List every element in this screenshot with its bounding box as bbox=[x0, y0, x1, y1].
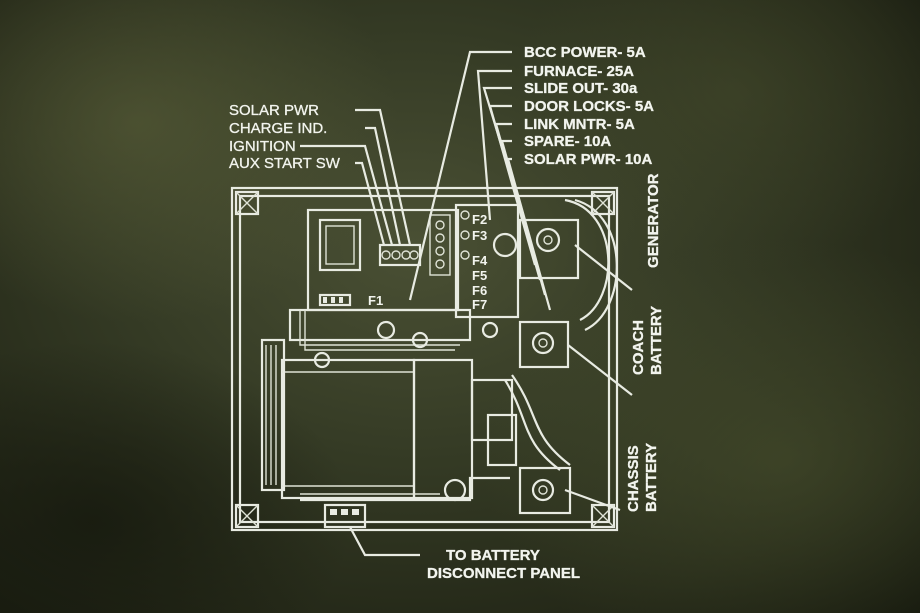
label-coach: COACH bbox=[630, 320, 647, 375]
fuse-f3: F3 bbox=[472, 228, 487, 243]
label-slide-out: SLIDE OUT- 30a bbox=[524, 80, 638, 97]
fuse-f1: F1 bbox=[368, 293, 383, 308]
side-labels: GENERATOR COACH BATTERY CHASSIS BATTERY bbox=[564, 173, 665, 512]
label-furnace: FURNACE- 25A bbox=[524, 63, 634, 80]
label-door-locks: DOOR LOCKS- 5A bbox=[524, 98, 654, 115]
label-solar-pwr: SOLAR PWR bbox=[229, 102, 319, 119]
label-generator: GENERATOR bbox=[645, 173, 662, 268]
fuse-f2: F2 bbox=[472, 212, 487, 227]
solenoid bbox=[260, 338, 518, 502]
fuse-labels: F1 F2 F3 F4 F5 F6 F7 bbox=[368, 212, 488, 312]
circuit-board bbox=[288, 208, 499, 369]
label-link-mntr: LINK MNTR- 5A bbox=[524, 116, 635, 133]
terminals bbox=[300, 198, 618, 529]
fuse-f6: F6 bbox=[472, 283, 487, 298]
label-ignition: IGNITION bbox=[229, 138, 296, 155]
fuse-f4: F4 bbox=[472, 253, 488, 268]
fuse-f7: F7 bbox=[472, 297, 487, 312]
enclosure-outline bbox=[230, 186, 619, 532]
label-aux-start-sw: AUX START SW bbox=[229, 155, 341, 172]
label-chassis: CHASSIS bbox=[625, 445, 642, 512]
label-to-battery: TO BATTERY bbox=[446, 547, 540, 564]
label-coach-battery: BATTERY bbox=[648, 306, 665, 375]
label-solar-pwr-fuse: SOLAR PWR- 10A bbox=[524, 151, 653, 168]
fuse-block bbox=[454, 203, 520, 319]
left-labels: SOLAR PWR CHARGE IND. IGNITION AUX START… bbox=[229, 102, 412, 246]
label-disconnect-panel: DISCONNECT PANEL bbox=[427, 565, 580, 582]
label-charge-ind: CHARGE IND. bbox=[229, 120, 327, 137]
label-chassis-battery: BATTERY bbox=[643, 443, 660, 512]
fuse-f5: F5 bbox=[472, 268, 487, 283]
label-bcc-power: BCC POWER- 5A bbox=[524, 44, 646, 61]
label-spare: SPARE- 10A bbox=[524, 133, 611, 150]
bottom-label: TO BATTERY DISCONNECT PANEL bbox=[349, 526, 580, 582]
right-labels: BCC POWER- 5A FURNACE- 25A SLIDE OUT- 30… bbox=[408, 44, 654, 311]
